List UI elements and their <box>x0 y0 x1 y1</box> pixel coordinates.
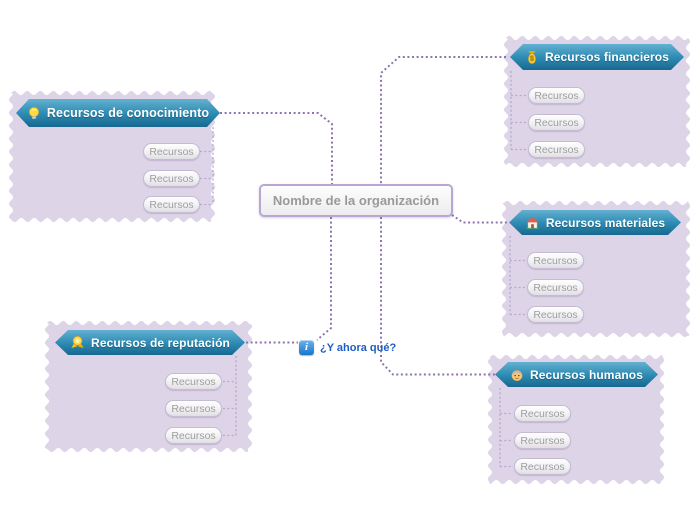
child-node[interactable]: Recursos <box>527 306 584 323</box>
child-node[interactable]: Recursos <box>528 114 585 131</box>
child-node[interactable]: Recursos <box>165 427 222 444</box>
child-node[interactable]: Recursos <box>143 196 200 213</box>
child-node[interactable]: Recursos <box>165 400 222 417</box>
connector-line <box>380 217 496 376</box>
branch-label: Recursos financieros <box>544 50 670 64</box>
branch-label: Recursos humanos <box>530 367 643 382</box>
child-node[interactable]: Recursos <box>528 87 585 104</box>
branch-banner-materiales[interactable]: Recursos materiales <box>509 210 681 235</box>
old-man-icon <box>510 368 524 382</box>
child-node[interactable]: Recursos <box>143 143 200 160</box>
floating-note-label: ¿Y ahora qué? <box>320 341 397 354</box>
group-boundary-humanos <box>487 354 665 485</box>
root-node[interactable]: Nombre de la organización <box>259 184 453 217</box>
info-icon: i <box>299 340 314 355</box>
branch-banner-humanos[interactable]: Recursos humanos <box>495 362 658 387</box>
child-node[interactable]: Recursos <box>514 432 571 449</box>
child-node[interactable]: Recursos <box>143 170 200 187</box>
svg-text:$: $ <box>530 53 535 62</box>
connector-line <box>380 56 506 184</box>
child-node[interactable]: Recursos <box>528 141 585 158</box>
branch-banner-reputacion[interactable]: Recursos de reputación <box>55 330 245 355</box>
branch-banner-financieros[interactable]: $ Recursos financieros <box>510 44 684 70</box>
floating-note-node[interactable]: i ¿Y ahora qué? <box>299 340 396 355</box>
child-node[interactable]: Recursos <box>514 458 571 475</box>
branch-label: Recursos de reputación <box>91 335 230 350</box>
branch-banner-conocimiento[interactable]: Recursos de conocimiento <box>16 99 220 127</box>
connector-line <box>220 112 333 184</box>
child-node[interactable]: Recursos <box>527 252 584 269</box>
child-node[interactable]: Recursos <box>165 373 222 390</box>
lightbulb-icon <box>27 106 41 121</box>
connector-line <box>316 217 332 341</box>
medal-icon <box>70 335 85 350</box>
branch-label: Recursos de conocimiento <box>46 106 210 120</box>
child-node[interactable]: Recursos <box>527 279 584 296</box>
moneybag-icon: $ <box>525 50 539 65</box>
child-node[interactable]: Recursos <box>514 405 571 422</box>
house-icon <box>525 215 540 230</box>
connector-line <box>451 214 507 224</box>
branch-label: Recursos materiales <box>545 215 666 230</box>
